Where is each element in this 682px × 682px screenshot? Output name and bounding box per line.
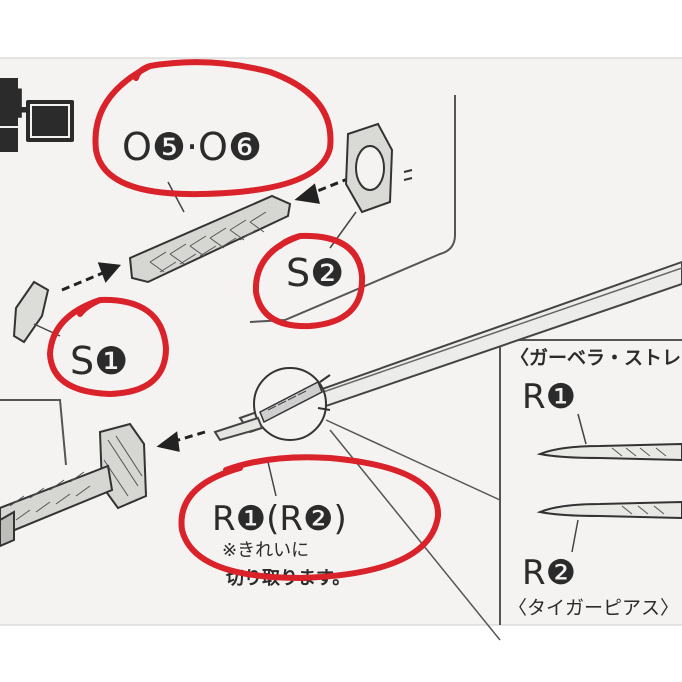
- step-bracket: 〉: [2, 133, 18, 152]
- blade-tang: [213, 416, 264, 442]
- step-number: 4: [0, 82, 28, 128]
- step-block: 4 ×2 〉: [0, 78, 74, 152]
- red-circle-s2: [252, 232, 366, 330]
- part-r2-drawing: [536, 500, 682, 553]
- bottom-margin: [0, 625, 682, 682]
- paper-area: [0, 58, 682, 625]
- panel-borders: [0, 95, 682, 625]
- label-s2: S❷: [286, 251, 344, 295]
- assembly-arrows: [61, 176, 351, 452]
- part-r1-drawing: [536, 413, 682, 462]
- heading-tiger: 〈タイガーピアス〉: [508, 597, 679, 619]
- red-circle-s1: [46, 296, 170, 398]
- multiplier-badge: ×2: [35, 111, 66, 135]
- top-margin: [0, 0, 682, 58]
- heading-garbera: 〈ガーベラ・ストレ: [510, 346, 681, 369]
- hilt-lower: [0, 422, 148, 548]
- label-s1: S❶: [70, 339, 128, 383]
- red-annotations: [46, 59, 442, 582]
- red-circle-r1-r2: [178, 454, 442, 582]
- red-circle-o5-o6: [92, 59, 334, 198]
- note-line-1: ※きれいに: [222, 540, 309, 561]
- guard-s2: [329, 122, 413, 249]
- grip-upper: [128, 181, 292, 284]
- magnify-circle: [253, 367, 501, 641]
- label-r1-right: R❶: [522, 377, 576, 417]
- label-r1-r2: R❶(R❷): [212, 499, 347, 539]
- label-o5-o6: O❺·O❻: [122, 125, 262, 169]
- r-leader-line: [267, 461, 277, 497]
- label-r2-right: R❷: [522, 553, 576, 593]
